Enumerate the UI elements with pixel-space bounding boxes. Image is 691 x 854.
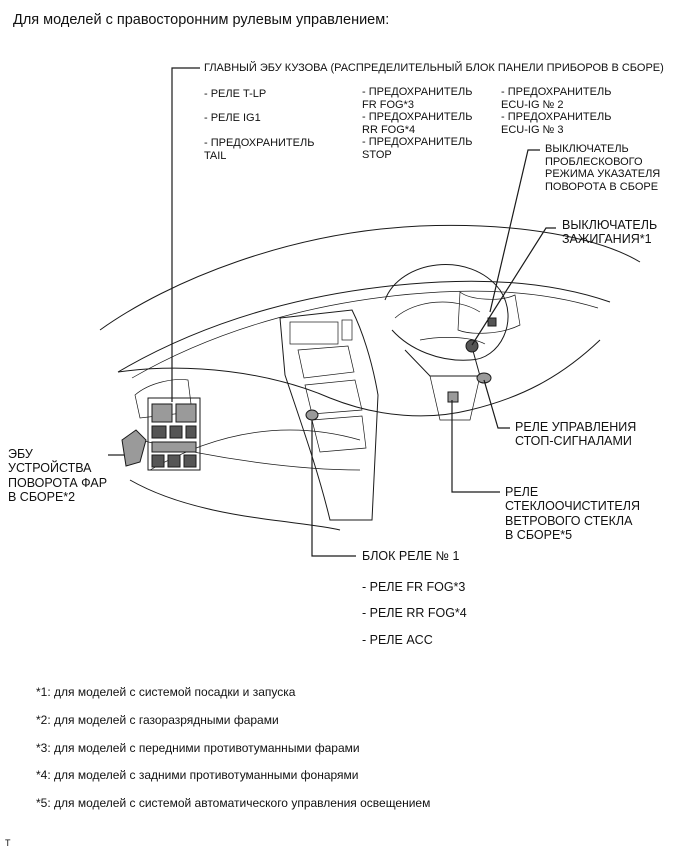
windshield-outline (99, 224, 641, 331)
footnote: *2: для моделей с газоразрядными фарами (36, 713, 279, 727)
leader-main-ecu (171, 67, 200, 402)
steering-wheel (384, 264, 509, 361)
stop-relay-shape (476, 372, 492, 384)
leader-hazard (489, 149, 540, 313)
main-ecu-col2-item: - ПРЕДОХРАНИТЕЛЬ STOP (362, 136, 473, 161)
wiper-relay-label: РЕЛЕ СТЕКЛООЧИСТИТЕЛЯ ВЕТРОВОГО СТЕКЛА В… (505, 485, 640, 543)
ignition-switch-label: ВЫКЛЮЧАТЕЛЬ ЗАЖИГАНИЯ*1 (562, 218, 658, 247)
main-ecu-col3-item: - ПРЕДОХРАНИТЕЛЬ ECU-IG № 2 (501, 86, 612, 111)
hazard-switch-label: ВЫКЛЮЧАТЕЛЬ ПРОБЛЕСКОВОГО РЕЖИМА УКАЗАТЕ… (545, 143, 661, 193)
relay-block-item: - РЕЛЕ ACC (362, 633, 433, 647)
footnote: *4: для моделей с задними противотуманны… (36, 768, 359, 782)
main-ecu-col1-item: - ПРЕДОХРАНИТЕЛЬ TAIL (204, 137, 315, 162)
dash-face (117, 339, 601, 417)
relay-block-item: - РЕЛЕ FR FOG*3 (362, 580, 466, 594)
leader-relay-block (311, 420, 356, 557)
footnote: *5: для моделей с системой автоматическо… (36, 796, 431, 810)
relay-block-label: БЛОК РЕЛЕ № 1 (362, 549, 460, 563)
leader-stop-relay (483, 379, 510, 429)
footnote: *1: для моделей с системой посадки и зап… (36, 685, 296, 699)
main-ecu-col3-item: - ПРЕДОХРАНИТЕЛЬ ECU-IG № 3 (501, 111, 612, 136)
wiper-relay-shape (447, 391, 459, 403)
main-ecu-col1-item: - РЕЛЕ IG1 (204, 112, 261, 124)
footnote: *3: для моделей с передними противотуман… (36, 741, 360, 755)
main-ecu-col1-item: - РЕЛЕ T-LP (204, 88, 267, 100)
main-ecu-col2-item: - ПРЕДОХРАНИТЕЛЬ FR FOG*3 (362, 86, 473, 111)
headlamp-swivel-ecu-shape (121, 429, 147, 467)
main-ecu-label: ГЛАВНЫЙ ЭБУ КУЗОВА (РАСПРЕДЕЛИТЕЛЬНЫЙ БЛ… (204, 62, 664, 74)
ignition-switch-shape (465, 339, 479, 353)
relay-block-shape (305, 409, 319, 421)
headlamp-ecu-label: ЭБУ УСТРОЙСТВА ПОВОРОТА ФАР В СБОРЕ*2 (8, 447, 108, 505)
main-body-ecu-junction-block (147, 397, 201, 471)
leader-ignition (471, 227, 556, 346)
dash-top-edge (117, 280, 611, 373)
corner-mark: T (5, 838, 11, 848)
relay-block-item: - РЕЛЕ RR FOG*4 (362, 606, 467, 620)
stop-relay-label: РЕЛЕ УПРАВЛЕНИЯ СТОП-СИГНАЛАМИ (515, 420, 637, 449)
page-title: Для моделей с правосторонним рулевым упр… (13, 12, 390, 28)
center-stack (279, 309, 379, 521)
main-ecu-col2-item: - ПРЕДОХРАНИТЕЛЬ RR FOG*4 (362, 111, 473, 136)
leader-wiper (451, 400, 500, 493)
